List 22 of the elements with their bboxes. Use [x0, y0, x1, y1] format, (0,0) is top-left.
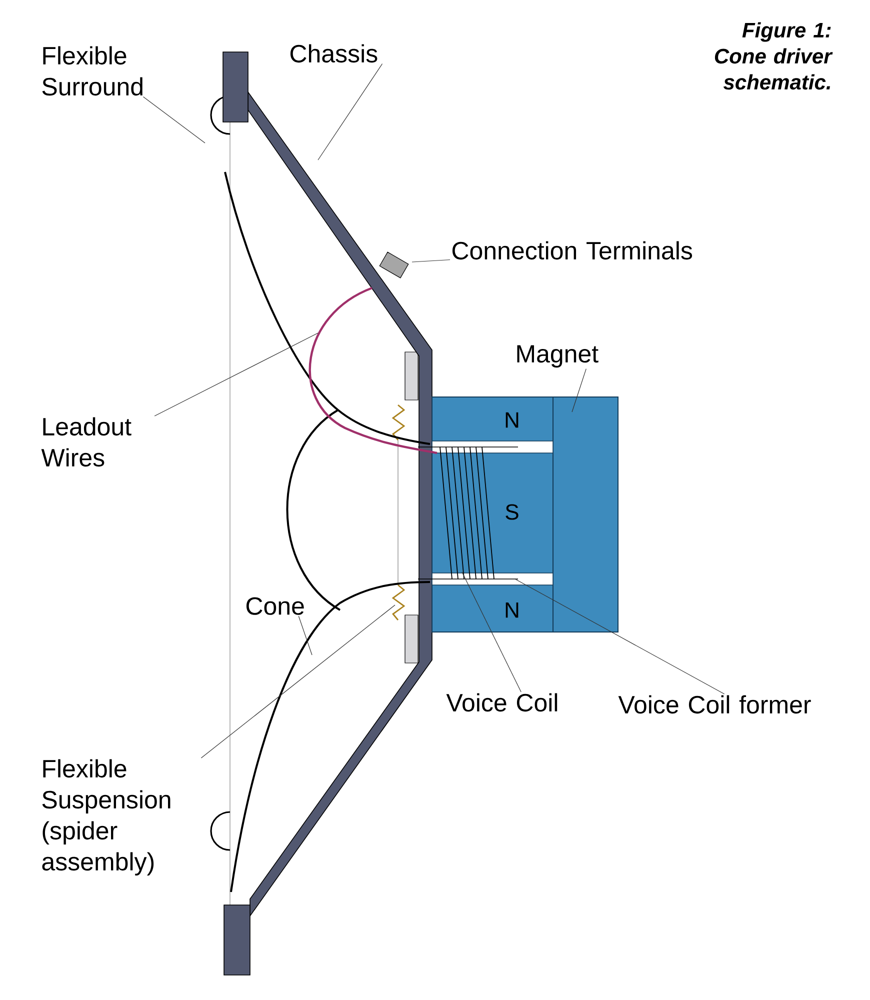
part-label: Chassis — [290, 44, 378, 63]
part-label: Leadout Wires — [41, 417, 132, 467]
part-label: Flexible Surround — [42, 46, 142, 96]
leader-line — [200, 604, 396, 758]
part-label: Voice Coil — [446, 693, 558, 712]
leader-line — [154, 332, 318, 416]
pole-label: N — [506, 412, 518, 428]
part-label: Flexible Suspension (spider assembly) — [42, 759, 170, 876]
leader-line — [462, 572, 522, 692]
part-label: Magnet — [517, 345, 598, 368]
leader-line — [514, 578, 725, 694]
part-label: Connection Terminals — [452, 241, 692, 260]
figure-title: Figure 1: Cone driver schematic. — [714, 22, 833, 90]
leader-line — [298, 616, 312, 656]
leader-line — [318, 63, 383, 160]
part-label: Cone — [246, 597, 304, 615]
leader-line — [412, 259, 450, 262]
pole-label: S — [506, 504, 518, 520]
leader-line — [142, 96, 206, 144]
leader-line — [572, 368, 586, 412]
pole-label: N — [506, 602, 518, 618]
part-label: Voice Coil former — [618, 695, 811, 714]
